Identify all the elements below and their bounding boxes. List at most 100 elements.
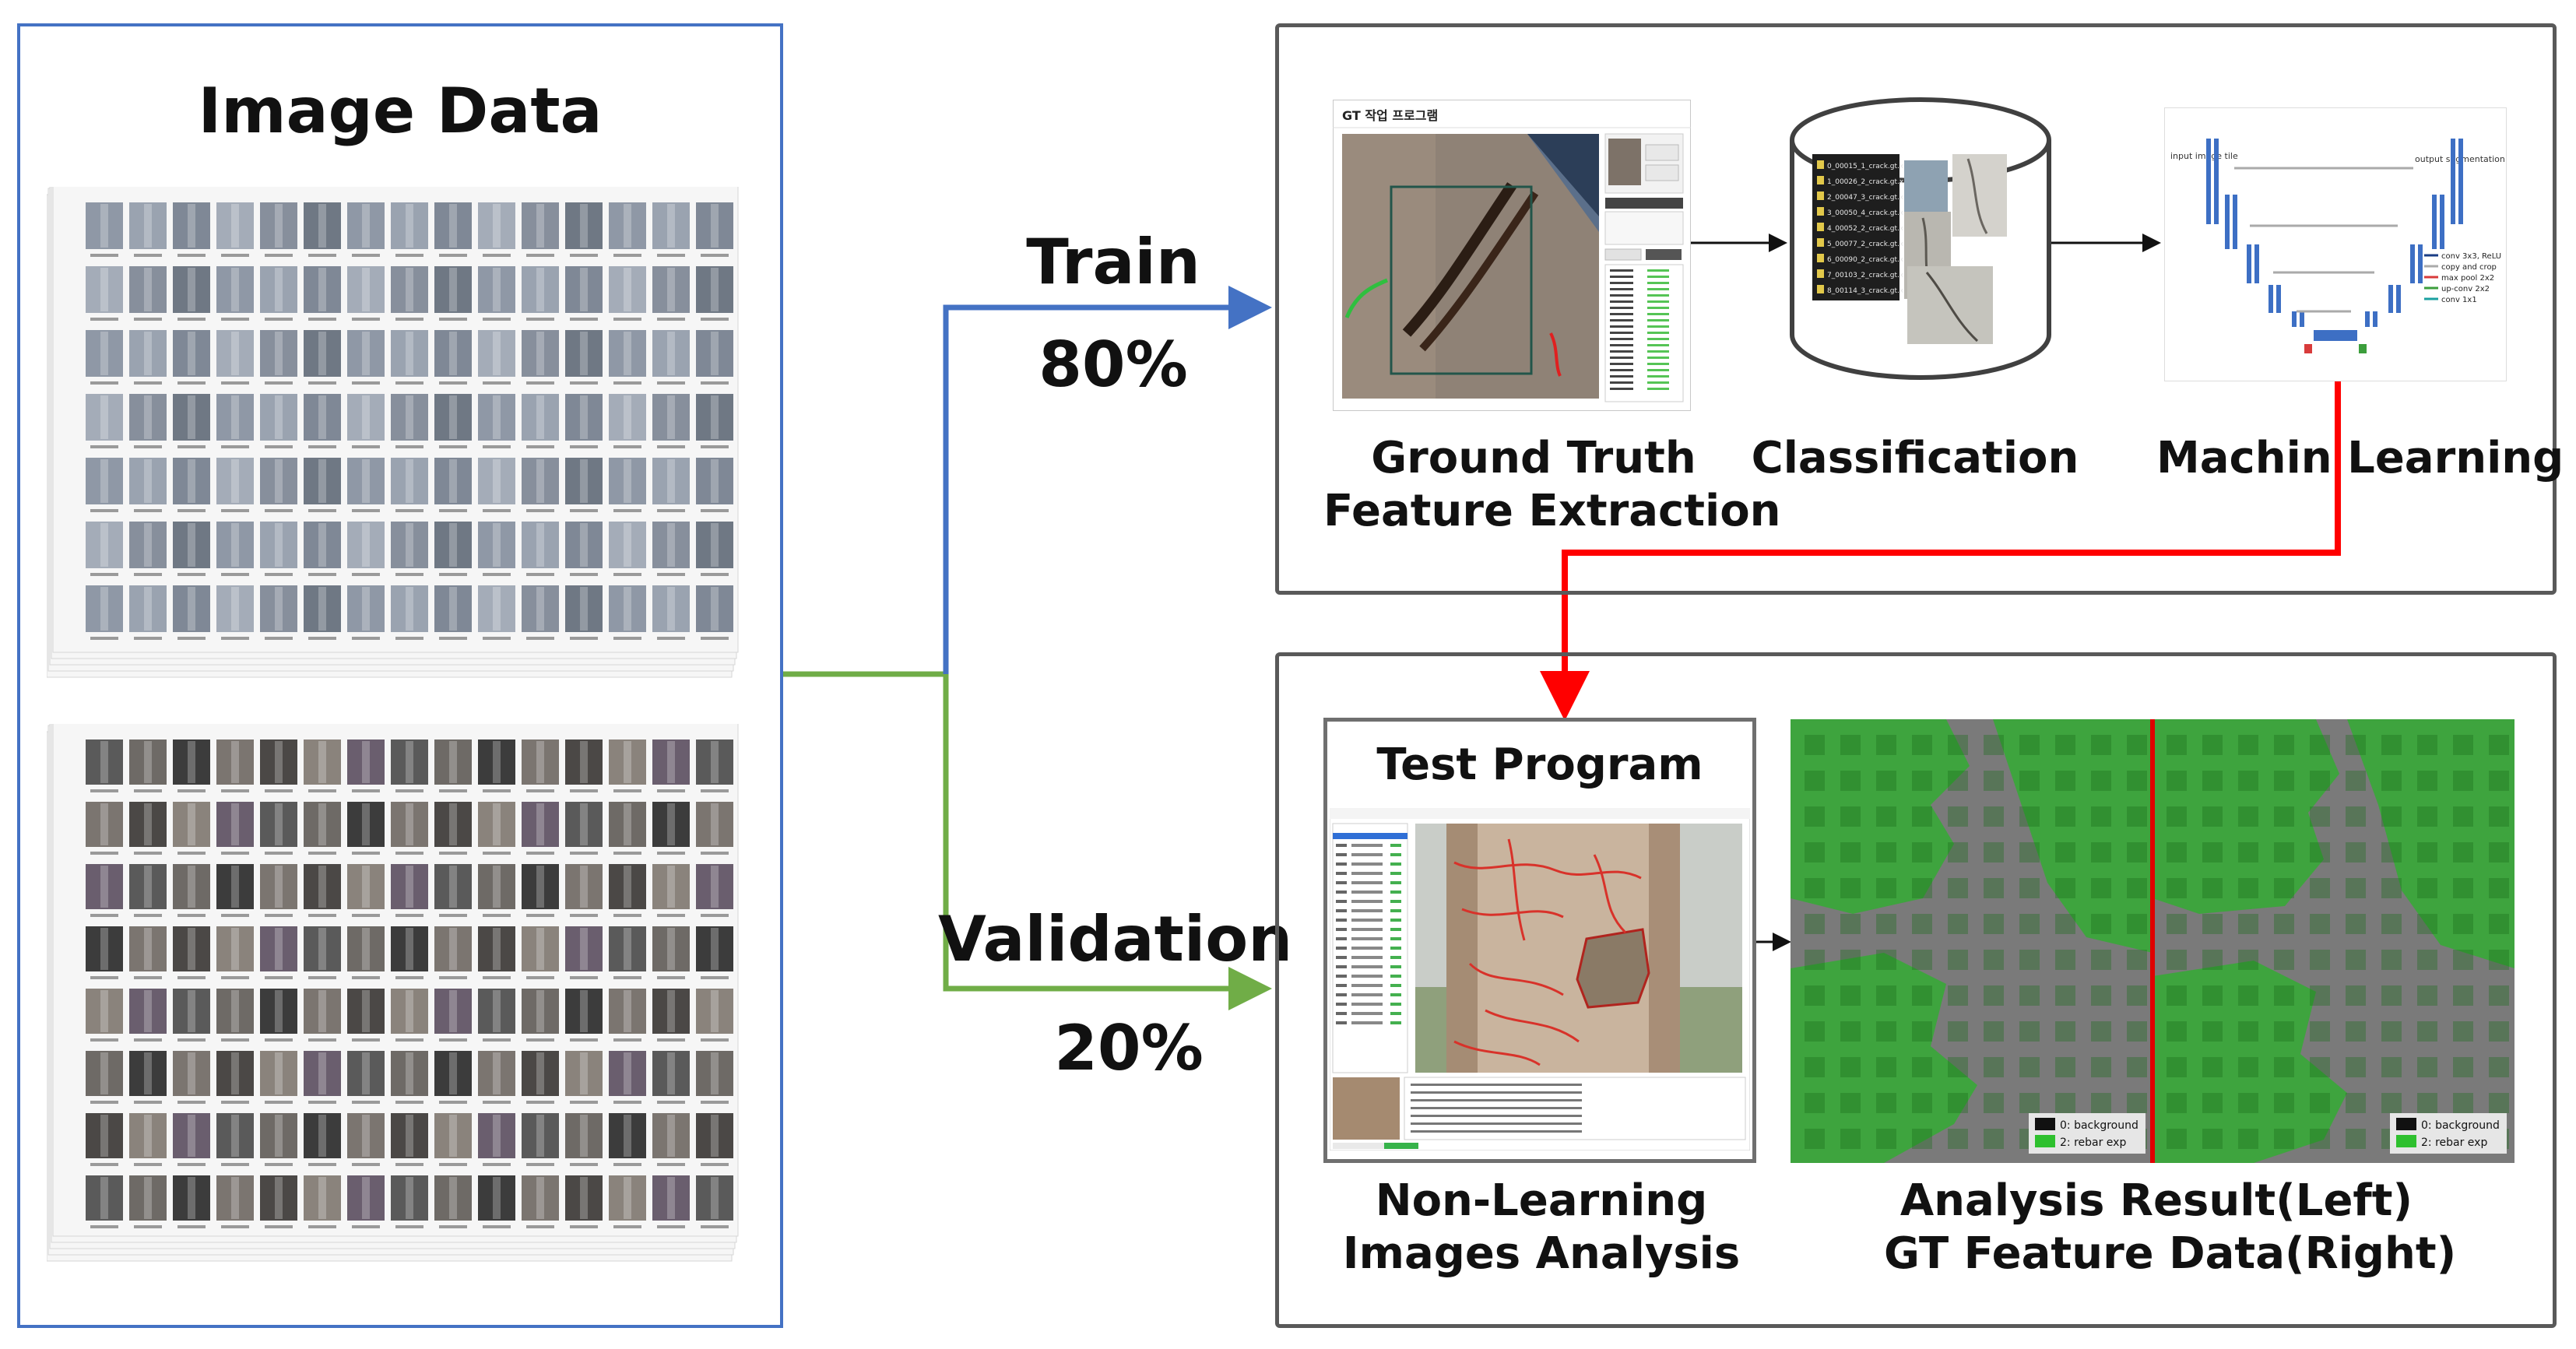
db-file-name: 7_00103_2_crack.gt.xml [1827, 272, 1912, 279]
legend-right-rebar: 2: rebar exp [2421, 1136, 2487, 1149]
image-thumbnail [86, 266, 123, 313]
image-thumbnail [347, 864, 385, 909]
image-thumbnail [609, 926, 646, 971]
image-thumbnail [696, 989, 733, 1034]
image-thumbnail [565, 522, 603, 568]
unet-legend-item: conv 3x3, ReLU [2441, 252, 2501, 261]
image-thumbnail [434, 1051, 472, 1096]
image-thumbnail [522, 585, 559, 632]
model-arrow [1540, 380, 2341, 721]
image-thumbnail [434, 458, 472, 504]
image-thumbnail [173, 202, 210, 249]
unet-legend-item: copy and crop [2441, 263, 2497, 272]
image-thumbnail [609, 522, 646, 568]
result-line1: Analysis Result(Left) [1899, 1175, 2413, 1226]
image-thumbnail [391, 1175, 428, 1221]
image-thumbnail [216, 1175, 254, 1221]
image-thumbnail [609, 330, 646, 377]
image-thumbnail [434, 394, 472, 441]
unet-legend-item: up-conv 2x2 [2441, 285, 2490, 293]
image-thumbnail [565, 585, 603, 632]
image-thumbnail [434, 202, 472, 249]
image-thumbnail [347, 522, 385, 568]
image-thumbnail [609, 585, 646, 632]
image-thumbnail [86, 1051, 123, 1096]
image-thumbnail [565, 394, 603, 441]
image-thumbnail [216, 522, 254, 568]
image-thumbnail [565, 926, 603, 971]
image-thumbnail [129, 1113, 167, 1158]
db-file-name: 2_00047_3_crack.gt.xml [1827, 194, 1912, 202]
image-thumbnail [216, 394, 254, 441]
image-thumbnail [478, 458, 515, 504]
legend-left: 0: background 2: rebar exp [2029, 1113, 2145, 1154]
image-thumbnail [696, 202, 733, 249]
image-thumbnail [522, 330, 559, 377]
image-thumbnail [565, 202, 603, 249]
image-thumbnail [216, 585, 254, 632]
image-thumbnail [478, 989, 515, 1034]
validation-arrow [943, 674, 1272, 1010]
image-thumbnail [696, 739, 733, 785]
image-thumbnail [652, 989, 690, 1034]
image-thumbnail [652, 739, 690, 785]
db-file-name: 0_00015_1_crack.gt.xml [1827, 163, 1912, 170]
image-thumbnail [173, 926, 210, 971]
image-thumbnail [652, 864, 690, 909]
image-thumbnail [304, 739, 341, 785]
image-thumbnail [522, 458, 559, 504]
image-thumbnail [522, 1175, 559, 1221]
image-thumbnail [434, 989, 472, 1034]
image-thumbnail [173, 1051, 210, 1096]
image-thumbnail [260, 1175, 297, 1221]
image-thumbnail [260, 1113, 297, 1158]
train-arrow [943, 286, 1272, 674]
image-thumbnail [347, 1175, 385, 1221]
train-panel [1275, 23, 2557, 595]
image-thumbnail [652, 394, 690, 441]
image-thumbnail [434, 926, 472, 971]
image-thumbnail [216, 926, 254, 971]
image-thumbnail [216, 458, 254, 504]
image-thumbnail [609, 802, 646, 847]
image-thumbnail [696, 266, 733, 313]
image-thumbnail [478, 522, 515, 568]
image-thumbnail [478, 585, 515, 632]
image-thumbnail [347, 926, 385, 971]
unet-legend-item: max pool 2x2 [2441, 274, 2494, 283]
unet-legend-item: conv 1x1 [2441, 296, 2477, 304]
image-thumbnail [522, 522, 559, 568]
image-thumbnail [391, 266, 428, 313]
image-thumbnail [434, 522, 472, 568]
image-thumbnail [260, 989, 297, 1034]
image-thumbnail [391, 1051, 428, 1096]
image-thumbnail [86, 739, 123, 785]
image-thumbnail [304, 1051, 341, 1096]
legend-left-rebar: 2: rebar exp [2060, 1136, 2126, 1149]
train-percent: 80% [1038, 328, 1188, 401]
image-thumbnail [260, 458, 297, 504]
image-thumbnail [391, 522, 428, 568]
image-thumbnail [565, 1051, 603, 1096]
classification-database: 0_00015_1_crack.gt.xml1_00026_2_crack.gt… [1790, 97, 2051, 380]
image-thumbnail [173, 330, 210, 377]
image-thumbnail [304, 864, 341, 909]
image-thumbnail [391, 739, 428, 785]
image-thumbnail [129, 802, 167, 847]
validation-panel [1275, 652, 2557, 1328]
image-thumbnail [434, 864, 472, 909]
image-thumbnail [304, 1113, 341, 1158]
image-thumbnail [391, 202, 428, 249]
image-thumbnail [216, 1051, 254, 1096]
image-thumbnail [522, 989, 559, 1034]
image-thumbnail [434, 802, 472, 847]
image-thumbnail [652, 522, 690, 568]
image-thumbnail [173, 989, 210, 1034]
image-thumbnail [652, 802, 690, 847]
train-label: Train [1026, 226, 1200, 298]
image-thumbnail [260, 202, 297, 249]
image-thumbnail [652, 585, 690, 632]
image-thumbnail [609, 202, 646, 249]
image-thumbnail [565, 864, 603, 909]
